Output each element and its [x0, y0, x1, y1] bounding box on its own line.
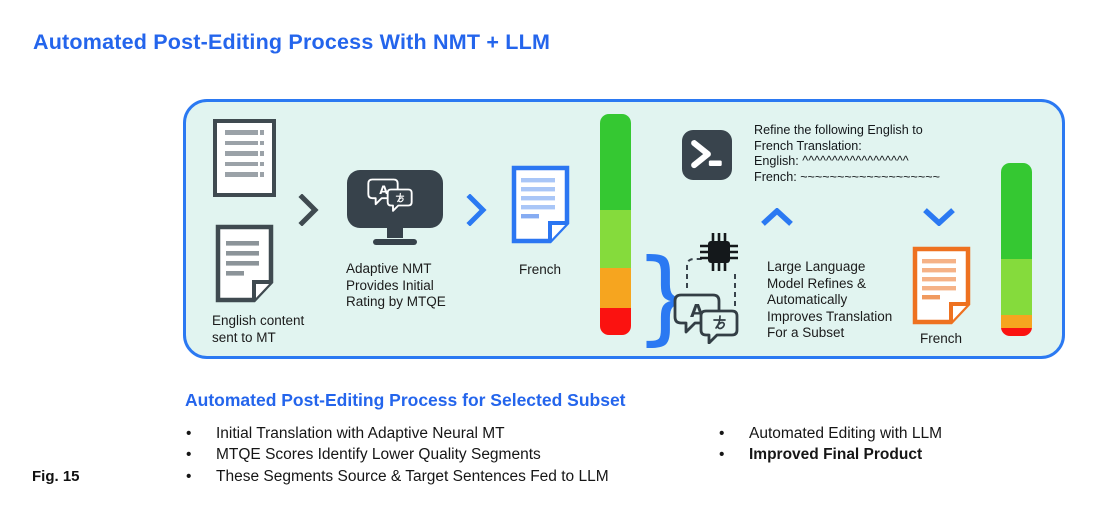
list-item: • Initial Translation with Adaptive Neura…	[186, 423, 609, 444]
chevron-right-icon	[466, 194, 487, 226]
quality-bar-final	[1001, 163, 1032, 336]
doc-line	[225, 161, 264, 166]
bullet-marker: •	[719, 425, 725, 442]
list-item: • MTQE Scores Identify Lower Quality Segm…	[186, 444, 609, 465]
quality-bar-segment-bad	[600, 308, 631, 335]
list-item: • Automated Editing with LLM	[719, 423, 942, 444]
list-item-text: Improved Final Product	[749, 446, 923, 464]
doc-line	[225, 172, 264, 177]
doc-line	[225, 151, 264, 156]
bullet-list-left: • Initial Translation with Adaptive Neura…	[186, 423, 609, 487]
quality-bar-segment-fair	[1001, 259, 1032, 316]
quality-bar-segment-bad	[1001, 328, 1032, 336]
mt-output-document-icon	[511, 165, 570, 244]
list-item-text: Automated Editing with LLM	[749, 425, 942, 442]
monitor-base	[373, 239, 417, 245]
list-item-text: These Segments Source & Target Sentences…	[216, 467, 609, 485]
prompt-glyph	[691, 140, 722, 169]
bullet-list-right: • Automated Editing with LLM • Improved Fin…	[719, 423, 942, 466]
quality-bar-segment-poor	[1001, 315, 1032, 329]
translate-bubbles-icon: A	[367, 178, 413, 212]
chevron-up-icon	[761, 208, 793, 226]
terminal-prompt-text: Refine the following English to French T…	[754, 123, 940, 185]
nmt-monitor-icon: A	[347, 170, 443, 228]
final-doc-label: French	[919, 331, 963, 346]
bullet-marker: •	[719, 446, 725, 464]
chip-icon	[708, 241, 730, 263]
mt-output-label: French	[518, 262, 562, 277]
nmt-label: Adaptive NMT Provides Initial Rating by …	[346, 261, 446, 310]
chevron-down-icon	[923, 208, 955, 226]
list-item: • Improved Final Product	[719, 444, 942, 465]
input-doc-label: English content sent to MT	[212, 313, 305, 345]
quality-bar-segment-poor	[600, 267, 631, 309]
source-document-folded-icon	[215, 224, 274, 303]
terminal-icon	[682, 130, 732, 180]
bullet-marker: •	[186, 446, 192, 464]
bullet-marker: •	[186, 425, 192, 442]
llm-translate-icon: A	[673, 233, 739, 344]
list-item-text: Initial Translation with Adaptive Neural…	[216, 425, 505, 442]
final-document-icon	[912, 246, 971, 325]
figure-label: Fig. 15	[32, 468, 80, 485]
quality-bar-segment-fair	[600, 210, 631, 268]
svg-text:A: A	[379, 183, 388, 197]
quality-bar-segment-good	[1001, 163, 1032, 259]
bullet-marker: •	[186, 467, 192, 485]
page-title: Automated Post-Editing Process With NMT …	[33, 30, 551, 54]
doc-line	[225, 130, 264, 135]
dashed-link	[686, 258, 703, 288]
section-subtitle: Automated Post-Editing Process for Selec…	[185, 390, 626, 410]
chevron-right-icon	[298, 194, 319, 226]
quality-bar-initial	[600, 114, 631, 335]
monitor-neck	[387, 227, 403, 238]
list-item: • These Segments Source & Target Sentence…	[186, 466, 609, 487]
source-document-icon	[213, 119, 276, 197]
quality-bar-segment-good	[600, 114, 631, 211]
llm-label: Large Language Model Refines & Automatic…	[767, 259, 893, 341]
list-item-text: MTQE Scores Identify Lower Quality Segme…	[216, 446, 541, 464]
doc-line	[225, 140, 264, 145]
